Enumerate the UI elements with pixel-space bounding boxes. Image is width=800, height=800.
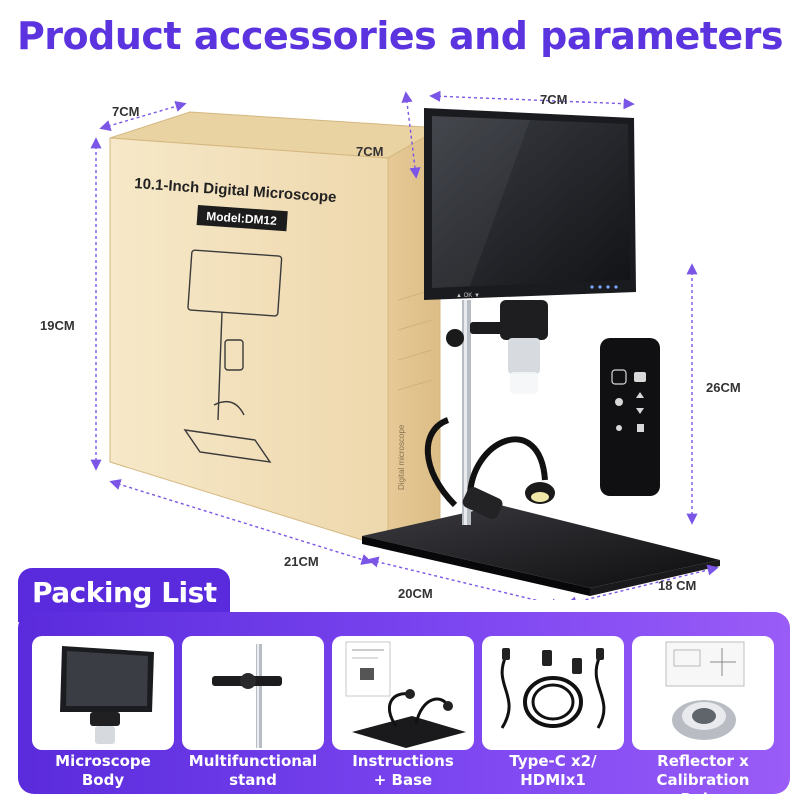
packing-item-label: Instructions + Base	[352, 752, 454, 789]
box-model-label: Model:DM12	[206, 209, 278, 228]
page-title: Product accessories and parameters	[16, 14, 784, 58]
microscope-body-image	[60, 646, 154, 744]
packing-item-label: Multifunctional stand	[188, 752, 318, 789]
cables-image	[500, 648, 606, 729]
box-spine-text: Digital microscope	[397, 424, 406, 490]
packing-item-reflector-ruler	[632, 636, 774, 750]
dim-box-height: 19CM	[40, 318, 75, 333]
packing-item-label: Reflector x Calibration Ruler	[656, 752, 750, 800]
dim-stand-height: 26CM	[706, 380, 741, 395]
dim-screen-width: 7CM	[540, 92, 568, 107]
product-illustration: 10.1-Inch Digital Microscope Model:DM12 …	[90, 90, 720, 600]
product-box: 10.1-Inch Digital Microscope Model:DM12 …	[109, 111, 442, 549]
packing-item-label: Type-C x2/ HDMIx1	[509, 752, 597, 789]
packing-item-stand	[182, 636, 324, 750]
monitor-nav-text: ▲ OK ▼	[456, 293, 480, 299]
dim-base-depth: 18 CM	[658, 578, 697, 593]
packing-item-cables	[482, 636, 624, 750]
packing-item-label: Microscope Body	[55, 752, 151, 789]
dim-base-width: 20CM	[398, 586, 433, 601]
packing-list-title: Packing List	[32, 576, 217, 609]
dim-box-top: 7CM	[112, 104, 140, 119]
packing-item-instructions-base	[332, 636, 474, 750]
remote-control	[600, 338, 660, 496]
instructions-base-image	[345, 641, 466, 748]
box-microscope-drawing	[183, 249, 283, 463]
stand-image	[212, 644, 282, 748]
dimension-arrows	[90, 90, 719, 600]
reflector-ruler-image	[665, 641, 745, 740]
dim-screen-depth: 7CM	[356, 144, 384, 159]
dim-box-width: 21CM	[284, 554, 319, 569]
packing-item-microscope-body	[32, 636, 174, 750]
